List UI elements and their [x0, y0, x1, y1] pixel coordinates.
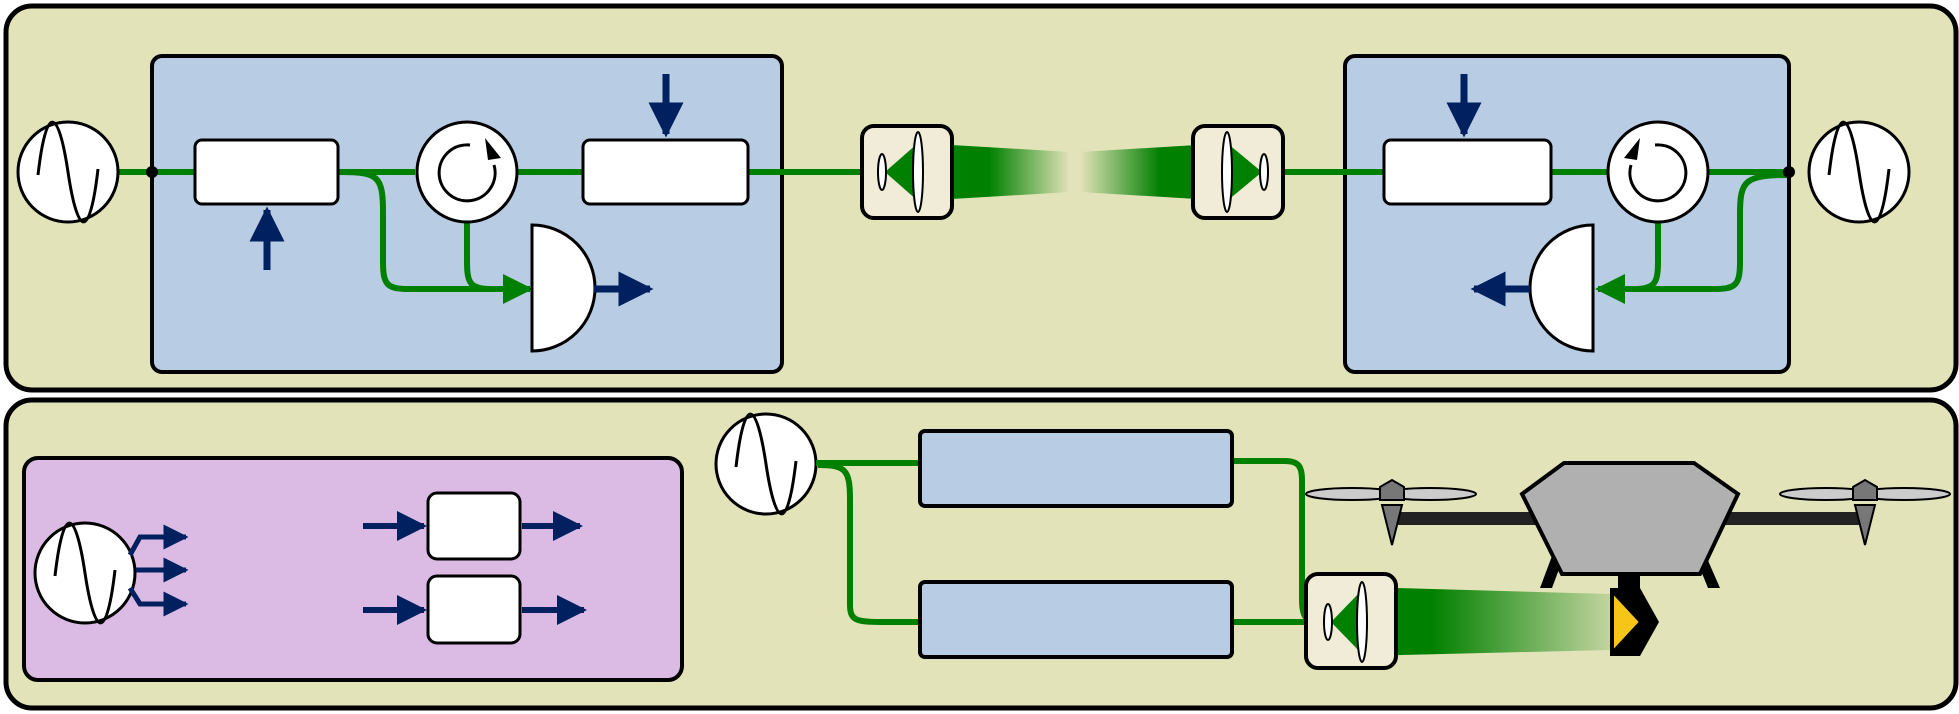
circulator-icon: [415, 120, 519, 224]
fiber-collimator-icon: [1304, 572, 1398, 670]
sine-source-icon: [1807, 120, 1911, 224]
lower-delay-line-box: [918, 580, 1234, 659]
sine-source-icon: [714, 412, 818, 516]
reference-box-lower: [426, 574, 522, 645]
retroreflector-icon: [1610, 588, 1659, 656]
fiber-collimator-icon: [860, 124, 954, 220]
right-filter-box: [1382, 138, 1553, 206]
sine-source-icon: [16, 120, 120, 224]
reference-box-upper: [426, 491, 522, 561]
circulator-icon: [1606, 120, 1710, 224]
drone-icon: [1305, 461, 1951, 588]
left-modulator-box: [193, 138, 340, 206]
free-space-beam-to-drone: [1335, 587, 1610, 656]
left-filter-box: [581, 138, 750, 206]
upper-delay-line-box: [918, 429, 1234, 508]
junction-dot-right: [1783, 166, 1795, 178]
sine-source-icon: [33, 521, 137, 625]
fiber-collimator-icon: [1191, 124, 1285, 220]
junction-dot-left: [146, 166, 158, 178]
source-split-arrows: [127, 524, 189, 617]
top-fiber-paths: [118, 169, 1791, 304]
photodetector-icon: [1528, 223, 1595, 353]
